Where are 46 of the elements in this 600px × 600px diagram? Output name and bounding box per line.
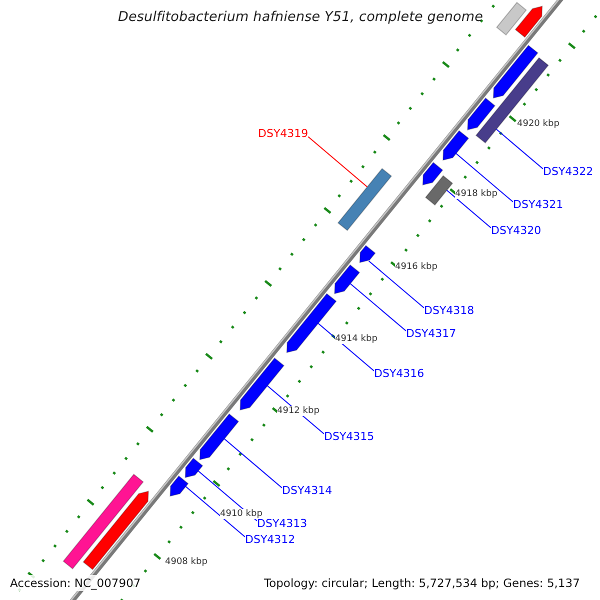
- scale-label: 4912 kbp: [277, 406, 320, 416]
- scale-label: 4920 kbp: [517, 119, 560, 129]
- gene-label: DSY4319: [258, 127, 308, 140]
- gene-feature: [424, 175, 454, 206]
- gene-feature: [170, 475, 189, 497]
- gene-label: DSY4318: [424, 304, 474, 317]
- leader-line: [185, 486, 246, 538]
- gene-feature: [334, 264, 360, 294]
- gene-feature: [514, 6, 543, 38]
- leader-line: [224, 438, 282, 488]
- scale-label: 4914 kbp: [335, 334, 378, 344]
- genome-title: Desulfitobacterium hafniense Y51, complete genome: [118, 9, 484, 25]
- scale-label: 4916 kbp: [395, 262, 438, 272]
- gene-feature: [337, 168, 392, 232]
- gene-label: DSY4320: [491, 224, 542, 237]
- leader-line: [350, 283, 406, 332]
- gene-label: DSY4321: [513, 198, 564, 211]
- accession-text: Accession: NC_007907: [8, 575, 143, 591]
- gene-feature: [467, 97, 496, 130]
- genome-summary: Topology: circular; Length: 5,727,534 bp; Genes: 5,137: [262, 575, 582, 591]
- gene-feature: [184, 458, 204, 478]
- gene-feature: [422, 162, 444, 186]
- gene-feature: [359, 244, 376, 264]
- gene-label: DSY4317: [406, 327, 456, 340]
- leader-line: [456, 153, 514, 202]
- gene-feature: [492, 44, 538, 99]
- gene-label: DSY4314: [282, 484, 332, 497]
- leader-line: [496, 128, 544, 170]
- gene-feature: [496, 2, 527, 36]
- scale-label: 4918 kbp: [455, 189, 498, 199]
- scale-label: 4908 kbp: [165, 557, 208, 567]
- gene-feature: [82, 490, 149, 570]
- gene-label: DSY4312: [245, 533, 296, 546]
- leader-line: [308, 136, 368, 188]
- scale-label: 4910 kbp: [220, 509, 262, 519]
- leader-line: [446, 190, 492, 228]
- gene-feature: [199, 413, 240, 460]
- gene-label: DSY4322: [543, 165, 594, 178]
- leader-line: [368, 260, 424, 308]
- gene-feature: [286, 293, 337, 354]
- gene-feature: [62, 474, 144, 570]
- gene-label: DSY4313: [257, 517, 308, 530]
- gene-feature: [442, 130, 470, 161]
- leader-line: [318, 322, 374, 372]
- gene-label: DSY4315: [324, 430, 374, 443]
- gene-label: DSY4316: [374, 367, 424, 380]
